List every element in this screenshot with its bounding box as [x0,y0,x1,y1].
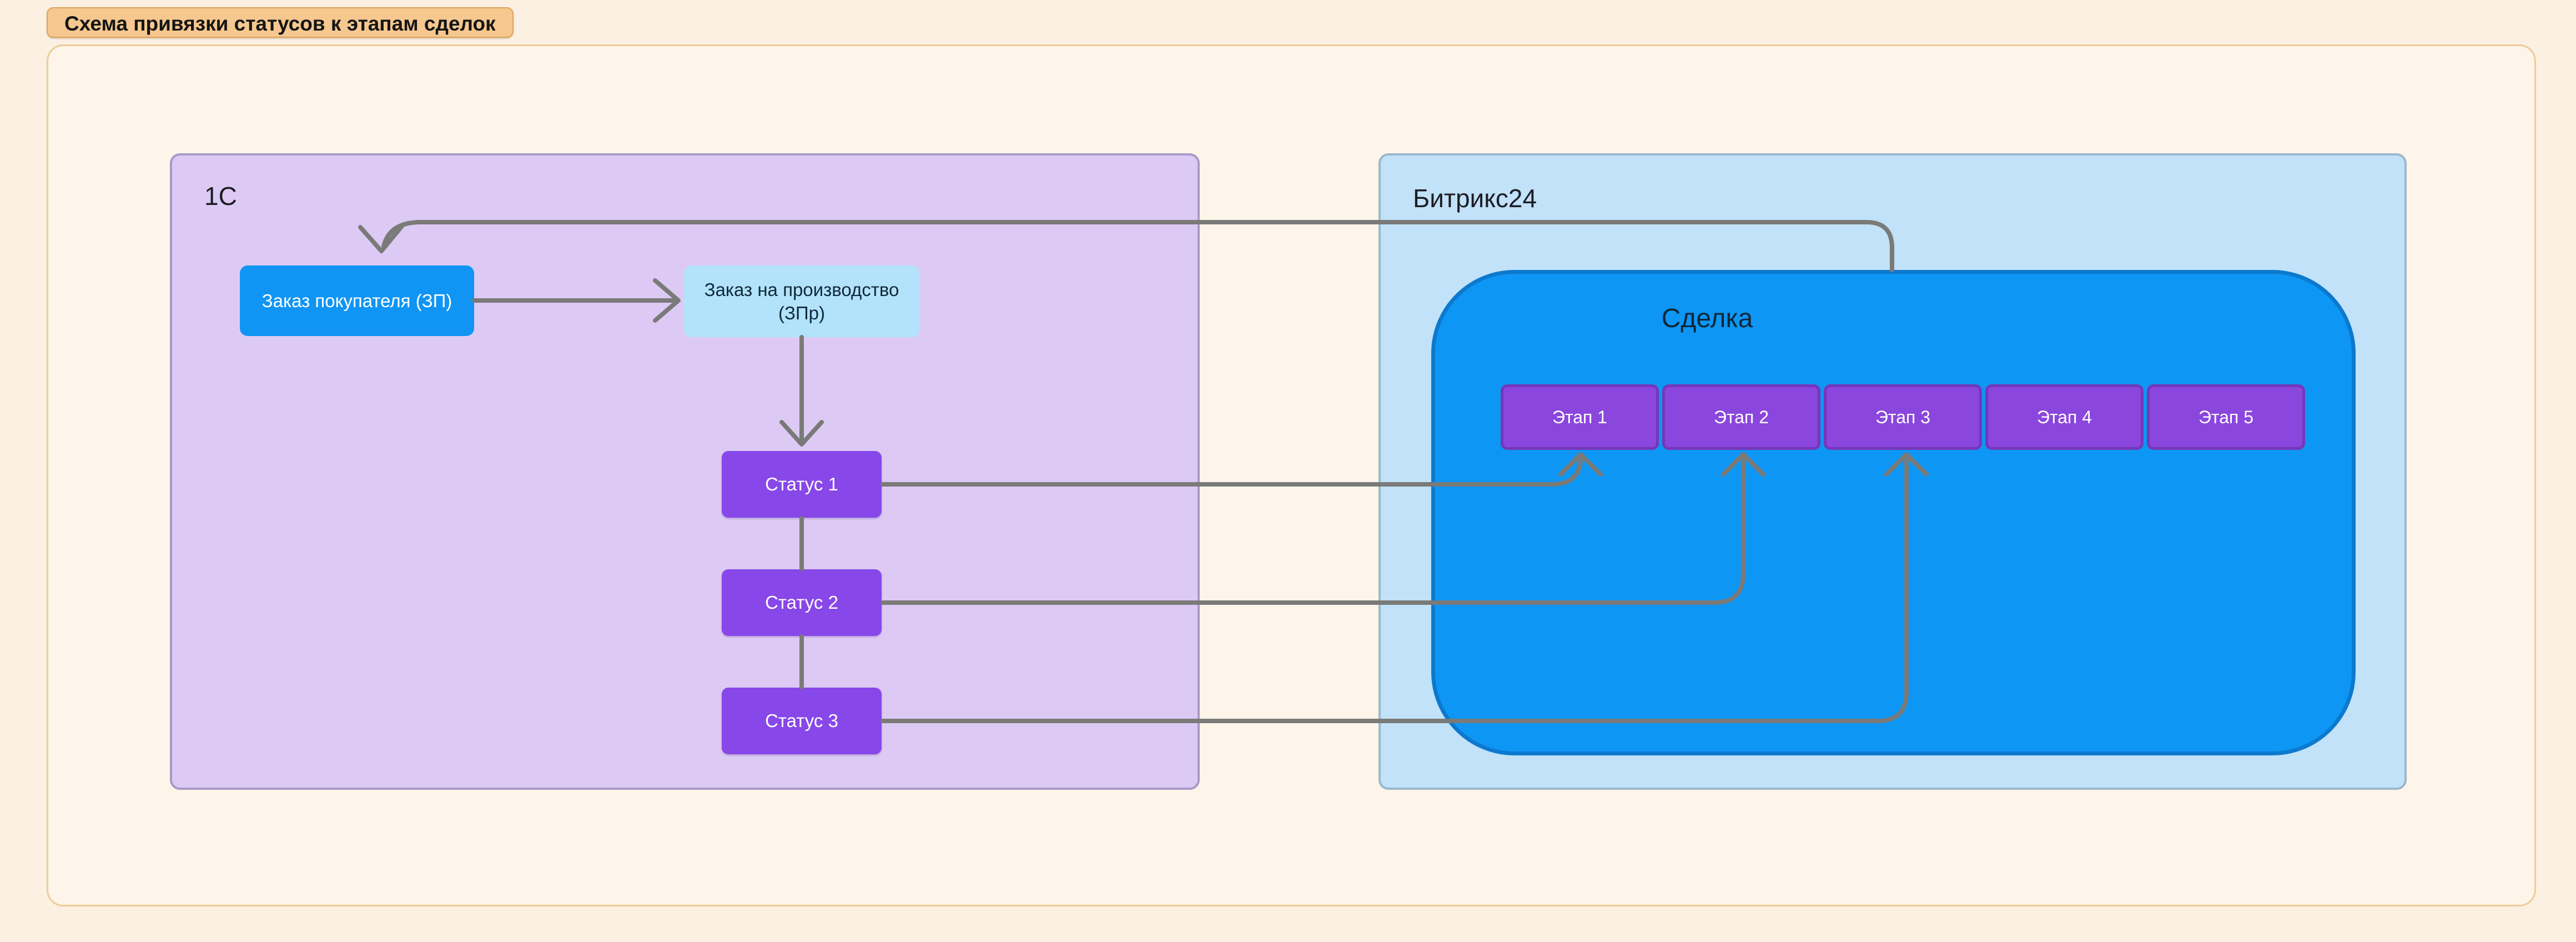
order-zpr-node[interactable]: Заказ на производство (ЗПр) [684,265,919,337]
stage-1-label: Этап 1 [1552,407,1608,427]
stage-5-label: Этап 5 [2198,407,2254,427]
status-2-label: Статус 2 [765,592,838,613]
stage-4-label: Этап 4 [2036,407,2092,427]
status-3-label: Статус 3 [765,710,838,731]
stage-5-node[interactable]: Этап 5 [2147,384,2305,450]
order-zpr-label: Заказ на производство (ЗПр) [704,279,899,323]
section-title-badge[interactable]: Схема привязки статусов к этапам сделок [47,7,514,38]
deal-label: Сделка [1661,304,1753,333]
stage-3-label: Этап 3 [1875,407,1931,427]
container-bitrix24-label: Битрикс24 [1413,184,1537,213]
stage-3-node[interactable]: Этап 3 [1824,384,1982,450]
order-zp-node[interactable]: Заказ покупателя (ЗП) [240,265,474,336]
status-1-label: Статус 1 [765,474,838,494]
status-3-node[interactable]: Статус 3 [722,688,882,754]
container-1c[interactable] [170,153,1200,790]
stage-2-label: Этап 2 [1713,407,1769,427]
deal-node[interactable] [1431,270,2356,755]
status-2-node[interactable]: Статус 2 [722,569,882,636]
container-1c-label: 1С [204,182,237,211]
stage-4-node[interactable]: Этап 4 [1985,384,2144,450]
order-zp-label: Заказ покупателя (ЗП) [261,290,452,311]
status-1-node[interactable]: Статус 1 [722,451,882,518]
stage-1-node[interactable]: Этап 1 [1501,384,1659,450]
stage-2-node[interactable]: Этап 2 [1662,384,1820,450]
